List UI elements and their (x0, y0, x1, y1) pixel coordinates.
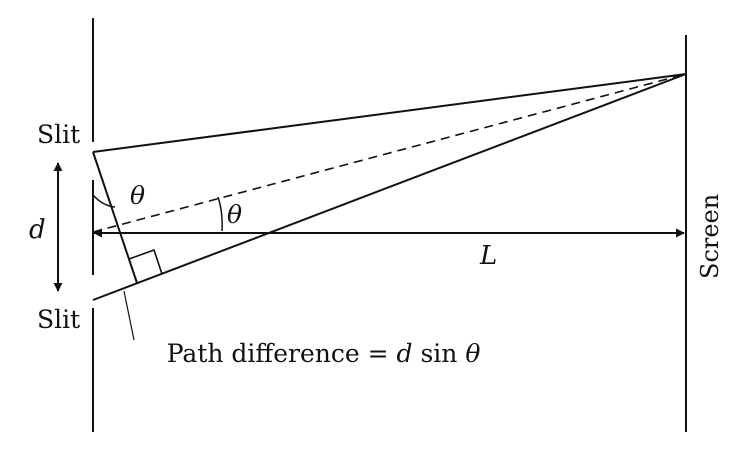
path-difference-theta: θ (465, 339, 480, 368)
path-difference-prefix: Path difference = (167, 339, 397, 368)
label-slit-top: Slit (37, 120, 80, 149)
label-theta-slit: θ (130, 181, 145, 210)
angle-arc-slit (92, 194, 116, 208)
perpendicular-line (92, 151, 138, 284)
right-angle-marker (128, 248, 163, 275)
label-screen: Screen (696, 194, 724, 279)
path-difference-d: d (396, 339, 412, 368)
ray-center-dashed (92, 73, 687, 233)
path-difference-pointer (123, 290, 135, 341)
label-slit-bottom: Slit (37, 305, 80, 334)
ray-top-slit (92, 73, 687, 153)
label-path-difference: Path difference = d sin θ (127, 339, 504, 368)
label-L: L (479, 241, 497, 271)
label-theta-center: θ (227, 200, 242, 229)
ray-bottom-slit (92, 73, 687, 301)
angle-arc-center (217, 196, 223, 232)
label-d: d (29, 215, 46, 245)
path-difference-sin: sin (413, 339, 466, 368)
